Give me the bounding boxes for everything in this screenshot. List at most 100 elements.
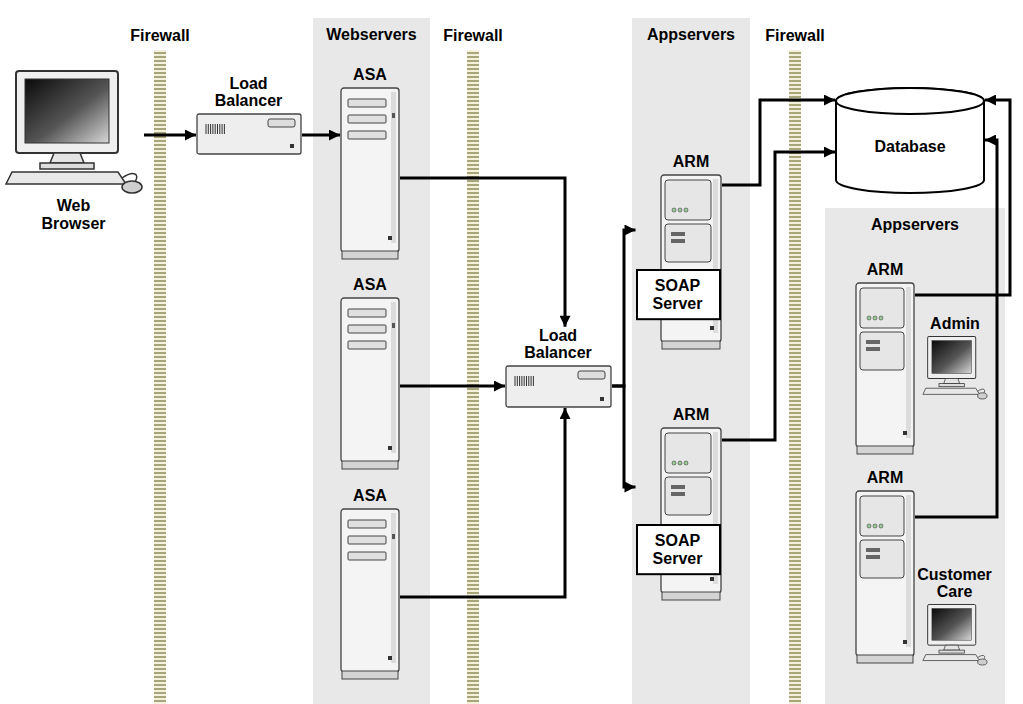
band-ground [825, 208, 1005, 704]
server-node: ASA [340, 487, 400, 680]
mouse [978, 659, 987, 665]
tower-side [391, 513, 396, 663]
monitor-screen [25, 79, 109, 143]
server-band: AppserversARMSOAP ServerARMSOAP Server [632, 18, 750, 704]
workstation-node: Customer Care [910, 566, 1001, 666]
monitor-screen [932, 608, 972, 640]
tower-mark [392, 323, 395, 328]
device-mark [290, 144, 294, 148]
load-balancer: Load Balancer [196, 75, 302, 155]
vent-line [208, 124, 209, 134]
status-light [672, 208, 676, 212]
tower-base [342, 671, 398, 679]
tower-base [857, 446, 913, 454]
drive-panel [860, 540, 904, 578]
workstation-node: Admin [922, 315, 988, 400]
tower-mark [710, 577, 714, 581]
tower-base [342, 251, 398, 259]
box-border [637, 270, 720, 319]
tower-mark [388, 656, 392, 660]
drive-bay [348, 309, 386, 317]
node-label: ASA [353, 487, 388, 505]
server-tower-icon [340, 508, 400, 680]
server-node: ARMSOAP Server [636, 153, 723, 350]
tower-side [391, 302, 396, 453]
status-light [678, 461, 682, 465]
node-label: Database [874, 138, 947, 156]
band-ground [632, 18, 750, 704]
tower-body [341, 509, 399, 672]
tower-body [856, 491, 914, 656]
tower-side [906, 495, 911, 647]
status-light [684, 208, 688, 212]
label-holder: Firewall [765, 27, 825, 45]
tower-body [341, 298, 399, 462]
node-label: ARM [672, 406, 710, 424]
band-fill [632, 18, 750, 704]
drive-bay [348, 115, 386, 123]
node-label: ARM [866, 261, 904, 279]
tower-side [906, 287, 911, 438]
vent-line [517, 376, 518, 386]
connector [302, 134, 340, 137]
vent-line [215, 124, 216, 134]
band-heading: Webservers [326, 26, 418, 44]
server-band: WebserversASAASAASA [313, 18, 430, 704]
server-tower-icon [855, 490, 915, 664]
web-browser-node: Web Browser [4, 70, 144, 232]
soap-box: SOAP Server [636, 524, 721, 575]
label-holder: Firewall [443, 27, 503, 45]
drive-panel [860, 496, 904, 536]
cylinder-top [836, 88, 984, 114]
server-node: ARM [855, 261, 915, 455]
drive-bay [348, 520, 386, 528]
status-light [873, 524, 877, 528]
drive-panel [860, 332, 904, 370]
device-body [197, 114, 301, 154]
band-ground [313, 18, 430, 704]
box-border [637, 525, 720, 574]
server-tower-icon [855, 282, 915, 455]
vent-line [519, 376, 520, 386]
tower-base [662, 341, 720, 349]
connector [144, 134, 196, 137]
computer-icon [922, 336, 988, 400]
vent-line [526, 376, 527, 386]
drive-slot [671, 492, 685, 496]
device-body [506, 366, 611, 407]
node-label: Customer Care [910, 566, 1000, 601]
monitor-stand [944, 378, 960, 383]
monitor-base [939, 384, 964, 387]
server-tower-icon [340, 87, 400, 260]
status-light [867, 316, 871, 320]
vent-line [217, 124, 218, 134]
status-light [867, 524, 871, 528]
vent-line [515, 376, 516, 386]
vent-line [219, 124, 220, 134]
vent-line [531, 376, 532, 386]
server-tower-icon [660, 174, 722, 350]
server-node: ARM SOAP Server [636, 406, 723, 601]
firewall-label: Firewall [765, 27, 825, 45]
vent-line [222, 124, 223, 134]
band-heading: Appservers [870, 216, 960, 234]
node-label: SOAP Server [646, 277, 710, 312]
firewall-bar [789, 50, 801, 704]
tower-base [857, 655, 913, 663]
drive-panel [665, 433, 711, 473]
connector [612, 386, 636, 487]
vent-line [533, 376, 534, 386]
node-label: SOAP Server [646, 532, 710, 567]
monitor-base [939, 650, 964, 653]
computer-icon [922, 604, 988, 666]
tower-mark [392, 534, 395, 539]
device-slot [578, 371, 605, 379]
server-node: ARM [855, 469, 915, 664]
vent-line [212, 124, 213, 134]
drive-panel [665, 477, 711, 515]
drive-bay [348, 325, 386, 333]
drive-slot [671, 232, 685, 236]
drive-panel [665, 224, 711, 262]
drive-bay [348, 341, 386, 349]
load-balancer: Load Balancer [505, 327, 612, 408]
